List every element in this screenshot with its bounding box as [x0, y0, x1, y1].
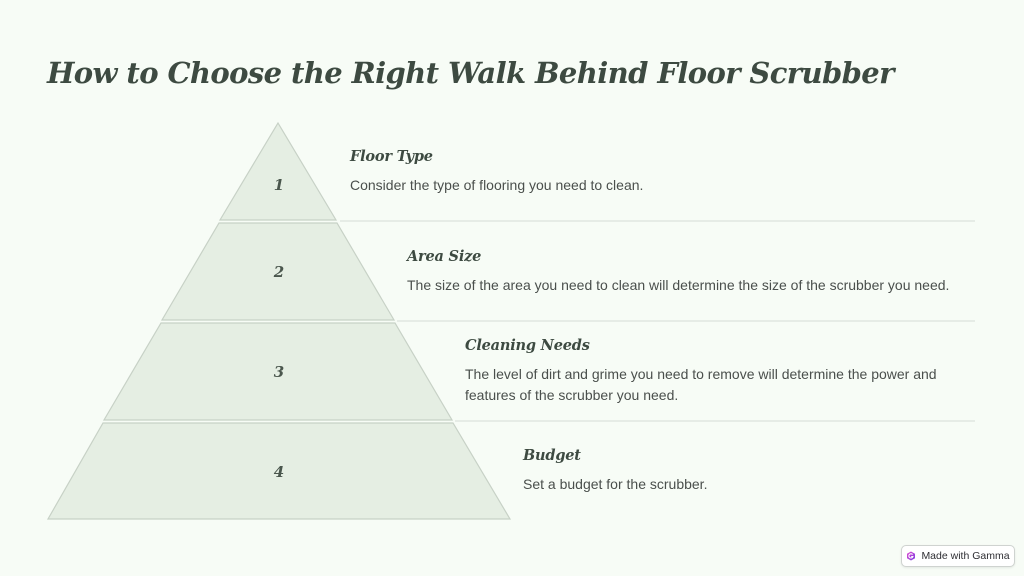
- tier-number: 3: [274, 363, 284, 381]
- pyramid-tier-2: 2: [160, 222, 396, 321]
- made-with-gamma-badge[interactable]: Made with Gamma: [901, 545, 1015, 567]
- level-4-item: Budget Set a budget for the scrubber.: [523, 447, 963, 495]
- level-title: Area Size: [407, 248, 482, 265]
- level-description: Consider the type of flooring you need t…: [350, 177, 644, 193]
- pyramid-tier-1: 1: [218, 121, 338, 221]
- level-description: Set a budget for the scrubber.: [523, 476, 708, 492]
- level-description: The size of the area you need to clean w…: [407, 277, 950, 293]
- tier-number: 2: [273, 263, 284, 281]
- level-3-item: Cleaning Needs The level of dirt and gri…: [465, 337, 955, 406]
- pyramid-tier-4: 4: [46, 422, 512, 520]
- level-description: The level of dirt and grime you need to …: [465, 366, 937, 403]
- tier-number: 1: [274, 176, 284, 194]
- badge-label: Made with Gamma: [921, 550, 1010, 562]
- level-title: Floor Type: [350, 148, 433, 165]
- level-2-item: Area Size The size of the area you need …: [407, 248, 967, 296]
- tier-number: 4: [274, 463, 284, 481]
- gamma-logo-icon: [907, 551, 916, 561]
- page-title: How to Choose the Right Walk Behind Floo…: [47, 56, 894, 90]
- level-title: Budget: [523, 447, 581, 464]
- pyramid-tier-3: 3: [102, 322, 454, 421]
- level-1-item: Floor Type Consider the type of flooring…: [350, 148, 950, 196]
- level-title: Cleaning Needs: [465, 337, 590, 354]
